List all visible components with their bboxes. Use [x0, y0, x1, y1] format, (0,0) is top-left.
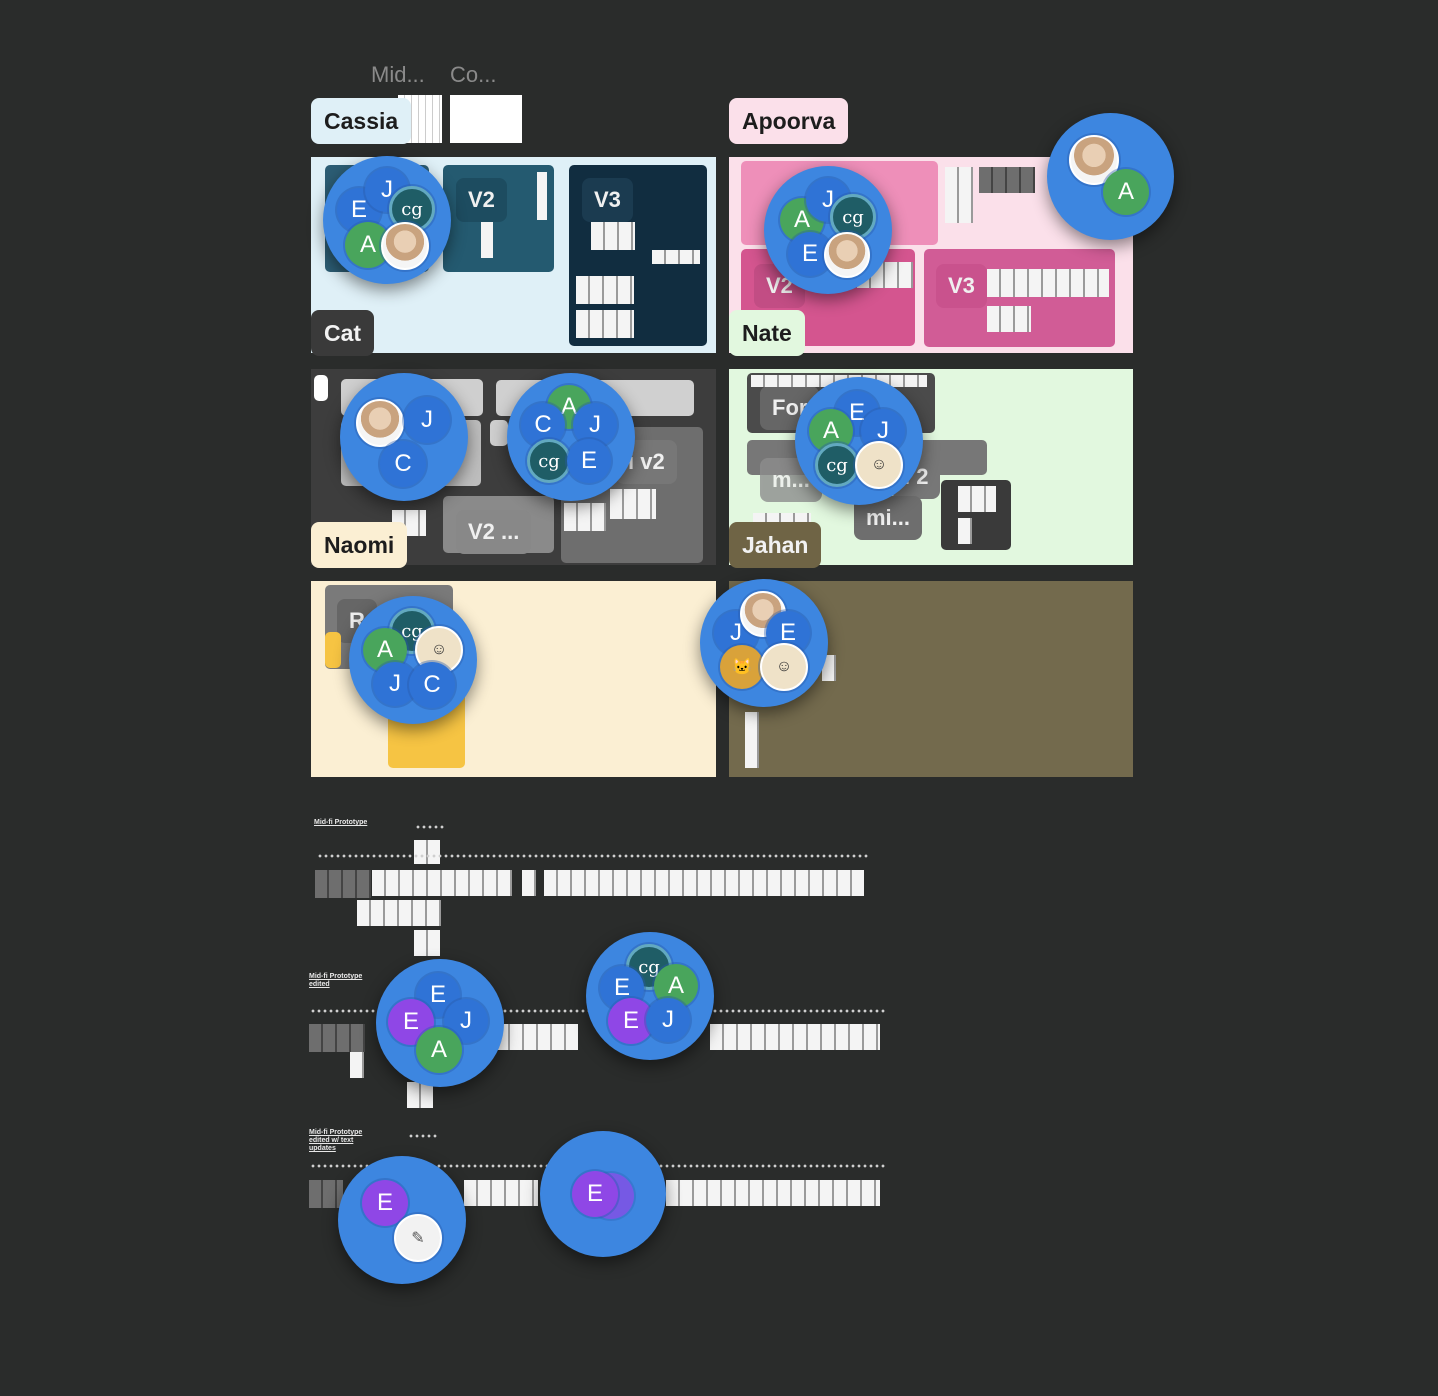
- avatar-e-purple[interactable]: E: [572, 1171, 618, 1217]
- yellow-frame-yellow[interactable]: [325, 632, 341, 668]
- avatar-c[interactable]: C: [380, 441, 426, 487]
- naomi-frame-4[interactable]: [490, 420, 508, 446]
- prototype-1-top-screens[interactable]: [414, 840, 440, 864]
- collaborator-cluster-top-right[interactable]: A: [1047, 113, 1174, 240]
- prototype-1-connector-row: [317, 854, 869, 858]
- naomi-screens[interactable]: [564, 503, 606, 531]
- prototype-title-1[interactable]: Mid-fi Prototype: [314, 819, 368, 826]
- collaborator-cluster-olive[interactable]: J E 🐱 ☺: [700, 579, 828, 707]
- avatar-j[interactable]: J: [404, 397, 450, 443]
- avatar-face[interactable]: ☺: [855, 441, 903, 489]
- avatar-a[interactable]: A: [1103, 169, 1149, 215]
- apoorva-screens-2[interactable]: [987, 306, 1031, 332]
- nate-tag[interactable]: Nate: [729, 310, 805, 356]
- prototype-2-screens-a[interactable]: [496, 1024, 578, 1050]
- cat-tag[interactable]: Cat: [311, 310, 375, 356]
- cassia-screens-4[interactable]: [652, 250, 700, 264]
- avatar-e[interactable]: E: [567, 439, 611, 483]
- prototype-1-screens-a[interactable]: [372, 870, 512, 896]
- avatar-e-purple[interactable]: E: [608, 998, 654, 1044]
- cassia-frame-v3-label: V3: [582, 178, 633, 222]
- cassia-frame-v2-label: V2: [456, 178, 507, 222]
- avatar-photo[interactable]: [381, 222, 429, 270]
- collaborator-cluster-prototype-3-left[interactable]: E ✎: [338, 1156, 466, 1284]
- top-label-midfi[interactable]: Mid...: [371, 62, 425, 87]
- collaborator-cluster-jahan[interactable]: E A J cg ☺: [795, 377, 923, 505]
- naomi-tag[interactable]: Naomi: [311, 522, 408, 568]
- collaborator-cluster-prototype-2-left[interactable]: E E J A: [376, 959, 504, 1087]
- naomi-screens-3[interactable]: [610, 489, 656, 519]
- naomi-frame-white[interactable]: [314, 375, 328, 401]
- cassia-screens-2[interactable]: [576, 276, 634, 304]
- prototype-3-connectors: [408, 1134, 438, 1138]
- cassia-screens-3[interactable]: [576, 310, 634, 338]
- prototype-3-screens-b[interactable]: [666, 1180, 880, 1206]
- top-label-co[interactable]: Co...: [450, 62, 497, 87]
- avatar-photo[interactable]: [824, 232, 870, 278]
- cassia-screens-6[interactable]: [537, 172, 547, 220]
- avatar-face[interactable]: ☺: [760, 643, 808, 691]
- collaborator-cluster-apoorva[interactable]: A J cg E: [764, 166, 892, 294]
- jahan-dark-screens[interactable]: [958, 486, 996, 512]
- prototype-title-2[interactable]: Mid-fi Prototype edited: [309, 973, 363, 988]
- prototype-1-screens-c[interactable]: [544, 870, 864, 896]
- olive-screens-2[interactable]: [822, 655, 836, 681]
- prototype-title-3[interactable]: Mid-fi Prototype edited w/ text updates: [309, 1129, 363, 1152]
- prototype-1-gray-screens[interactable]: [315, 870, 371, 898]
- jahan-tag[interactable]: Jahan: [729, 522, 822, 568]
- collaborator-cluster-prototype-3-right[interactable]: E: [540, 1131, 666, 1257]
- avatar-cg[interactable]: cg: [815, 443, 859, 487]
- apoorva-screens[interactable]: [987, 269, 1109, 297]
- jahan-dark-screens-2[interactable]: [958, 518, 972, 544]
- olive-screens[interactable]: [745, 712, 759, 768]
- prototype-1-connectors: [415, 825, 445, 829]
- avatar-c[interactable]: C: [409, 662, 455, 708]
- collaborator-cluster-naomi-middle[interactable]: A C J cg E: [507, 373, 635, 501]
- cassia-screens-5[interactable]: [481, 222, 493, 258]
- avatar-a[interactable]: A: [416, 1027, 462, 1073]
- prototype-2-screens-b[interactable]: [710, 1024, 880, 1050]
- collaborator-cluster-prototype-2-right[interactable]: cg E A E J: [586, 932, 714, 1060]
- apoorva-screens-4[interactable]: [979, 167, 1035, 193]
- prototype-1-screens-b[interactable]: [522, 870, 536, 896]
- prototype-1-screens-d[interactable]: [357, 900, 441, 926]
- cassia-screens[interactable]: [591, 222, 635, 250]
- thumbnail-co[interactable]: [450, 95, 522, 143]
- prototype-3-screens-a[interactable]: [464, 1180, 538, 1206]
- collaborator-cluster-naomi-left[interactable]: J C: [340, 373, 468, 501]
- cassia-tag[interactable]: Cassia: [311, 98, 412, 144]
- avatar-j[interactable]: J: [861, 409, 905, 453]
- avatar-cg[interactable]: cg: [527, 439, 571, 483]
- apoorva-frame-v3-label: V3: [936, 264, 987, 308]
- apoorva-tag[interactable]: Apoorva: [729, 98, 849, 144]
- prototype-2-screens-c[interactable]: [350, 1052, 364, 1078]
- naomi-frame-v2-label: V2 ...: [456, 510, 532, 554]
- prototype-1-screens-e[interactable]: [414, 930, 440, 956]
- apoorva-screens-5[interactable]: [945, 167, 973, 223]
- collaborator-cluster-yellow[interactable]: cg A ☺ J C: [349, 596, 477, 724]
- avatar-sketch[interactable]: ✎: [394, 1214, 442, 1262]
- avatar-photo[interactable]: [356, 399, 404, 447]
- avatar-cat[interactable]: 🐱: [720, 645, 764, 689]
- prototype-2-gray-screens[interactable]: [309, 1024, 365, 1052]
- prototype-2-screens-d[interactable]: [407, 1082, 433, 1108]
- prototype-3-gray-screens[interactable]: [309, 1180, 343, 1208]
- collaborator-cluster-cassia[interactable]: E J cg A: [323, 156, 451, 284]
- avatar-j[interactable]: J: [646, 998, 690, 1042]
- avatar-e-purple[interactable]: E: [362, 1180, 408, 1226]
